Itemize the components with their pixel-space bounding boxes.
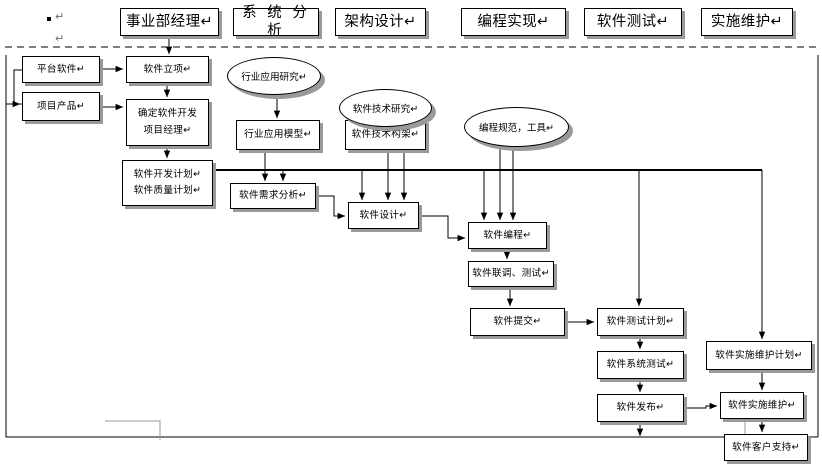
node-label: 软件需求分析↵ [239,190,307,201]
header-box-4[interactable]: 软件测试↵ [584,8,682,36]
node-assign-pm[interactable]: 确定软件开发 项目经理↵ [126,99,209,146]
node-dev-quality-plan[interactable]: 软件开发计划↵ 软件质量计划↵ [122,160,213,206]
node-system-test[interactable]: 软件系统测试↵ [597,351,684,379]
node-label: 软件开发计划↵ 软件质量计划↵ [133,168,202,196]
node-software-project-init[interactable]: 软件立项↵ [126,56,209,83]
node-maintenance[interactable]: 软件实施维护↵ [720,392,804,419]
node-label: 平台软件↵ [37,63,85,75]
ellipse-label: 行业应用研究↵ [241,72,307,83]
header-box-5[interactable]: 实施维护↵ [701,8,793,36]
node-label: 行业应用模型↵ [244,129,312,140]
node-label: 软件编程↵ [483,229,532,241]
node-requirement-analysis[interactable]: 软件需求分析↵ [230,183,316,209]
ellipse-tech-research[interactable]: 软件技术研究↵ [339,89,432,127]
return-mark-1: ↵ [55,10,65,23]
node-joint-debug-test[interactable]: 软件联调、测试↵ [468,261,554,287]
node-label: 项目产品↵ [37,100,85,112]
feedback-border-left [5,55,818,438]
header-label: 软件测试↵ [596,13,670,30]
header-label: 事业部经理↵ [125,13,214,30]
node-label: 软件系统测试↵ [606,359,675,370]
node-label: 软件测试计划↵ [606,316,675,327]
node-maintenance-plan[interactable]: 软件实施维护计划↵ [706,341,812,370]
node-industry-app-model[interactable]: 行业应用模型↵ [236,120,320,150]
node-label: 软件设计↵ [359,209,408,221]
node-software-design[interactable]: 软件设计↵ [348,202,419,229]
header-box-1[interactable]: 系 统 分 析 [233,5,319,39]
node-label: 软件实施维护计划↵ [715,349,803,361]
node-label: 软件客户支持↵ [732,441,800,453]
header-label: 系 统 分 析 [242,4,310,39]
header-label: 编程实现↵ [477,13,550,30]
header-box-2[interactable]: 架构设计↵ [335,8,426,36]
node-project-product[interactable]: 项目产品↵ [22,92,100,121]
node-label: 软件技术构架↵ [351,129,420,140]
ellipse-coding-standard[interactable]: 编程规范，工具↵ [464,107,569,147]
return-mark-2: ↵ [55,32,65,45]
node-test-plan[interactable]: 软件测试计划↵ [597,308,684,336]
node-label: 软件提交↵ [493,316,542,327]
node-label: 软件联调、测试↵ [472,268,550,279]
header-box-3[interactable]: 编程实现↵ [461,8,566,36]
node-software-coding[interactable]: 软件编程↵ [468,222,547,249]
node-label: 软件实施维护↵ [728,399,796,411]
node-platform-software[interactable]: 平台软件↵ [22,56,100,83]
ellipse-label: 编程规范，工具↵ [478,123,555,134]
ellipse-label: 软件技术研究↵ [352,104,419,115]
ellipse-industry-research[interactable]: 行业应用研究↵ [227,57,321,95]
node-label: 软件立项↵ [143,63,192,75]
node-label: 软件发布↵ [616,402,665,413]
header-box-0[interactable]: 事业部经理↵ [120,8,219,36]
node-label: 确定软件开发 项目经理↵ [137,108,198,136]
header-label: 实施维护↵ [710,13,784,30]
header-label: 架构设计↵ [344,13,417,30]
node-software-release[interactable]: 软件发布↵ [597,394,684,422]
node-customer-support[interactable]: 软件客户支持↵ [724,434,808,461]
bullet-mark [47,17,51,21]
node-software-submit[interactable]: 软件提交↵ [470,308,565,336]
